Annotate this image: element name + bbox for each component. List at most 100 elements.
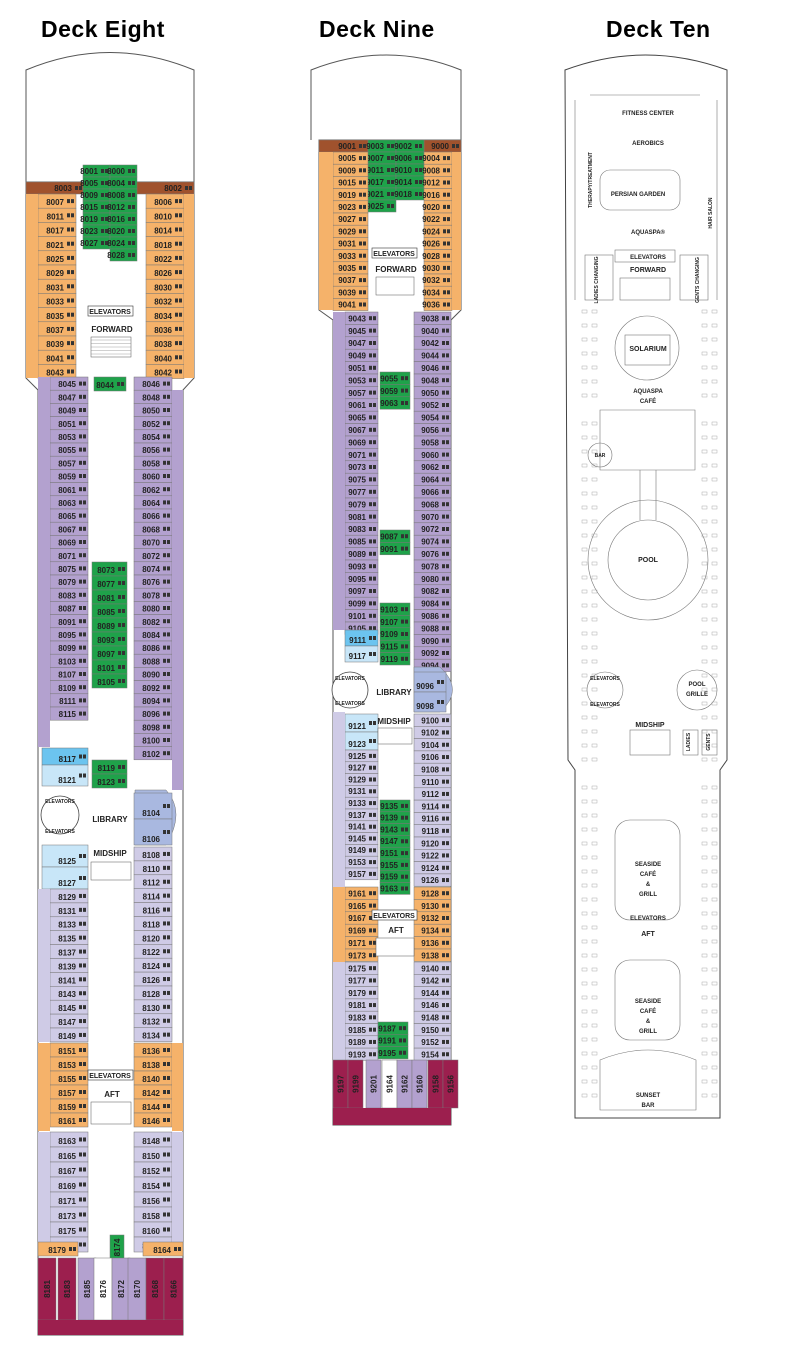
cabin-9071[interactable]: 9071 [344, 448, 379, 462]
cabin-9001[interactable]: 9001 [318, 139, 369, 153]
cabin-8181[interactable]: 8181 [37, 1257, 57, 1321]
cabin-8137[interactable]: 8137 [49, 944, 89, 959]
cabin-8163[interactable]: 8163 [49, 1131, 89, 1148]
cabin-8057[interactable]: 8057 [49, 455, 89, 470]
cabin-9019[interactable]: 9019 [332, 188, 369, 202]
cabin-8076[interactable]: 8076 [133, 574, 173, 589]
cabin-8043[interactable]: 8043 [37, 364, 77, 379]
cabin-8108[interactable]: 8108 [133, 846, 173, 862]
cabin-8156[interactable]: 8156 [133, 1191, 173, 1208]
cabin-9139[interactable]: 9139 [379, 811, 411, 824]
cabin-9059[interactable]: 9059 [379, 384, 411, 398]
cabin-9141[interactable]: 9141 [344, 820, 379, 833]
cabin-9048[interactable]: 9048 [413, 373, 452, 387]
cabin-8158[interactable]: 8158 [133, 1206, 173, 1223]
cabin-8138[interactable]: 8138 [133, 1056, 173, 1072]
cabin-8084[interactable]: 8084 [133, 627, 173, 642]
cabin-8063[interactable]: 8063 [49, 495, 89, 510]
cabin-9064[interactable]: 9064 [413, 472, 452, 486]
cabin-9076[interactable]: 9076 [413, 547, 452, 561]
cabin-9036[interactable]: 9036 [422, 298, 453, 311]
cabin-8006[interactable]: 8006 [145, 193, 185, 209]
cabin-9041[interactable]: 9041 [332, 298, 369, 311]
cabin-8115[interactable]: 8115 [49, 706, 89, 721]
cabin-9199[interactable]: 9199 [347, 1059, 364, 1109]
cabin-9149[interactable]: 9149 [344, 844, 379, 857]
cabin-9023[interactable]: 9023 [332, 200, 369, 214]
cabin-9126[interactable]: 9126 [413, 873, 452, 887]
cabin-8081[interactable]: 8081 [91, 589, 128, 605]
cabin-8157[interactable]: 8157 [49, 1084, 89, 1100]
cabin-8019[interactable]: 8019 [80, 212, 111, 226]
cabin-8114[interactable]: 8114 [133, 888, 173, 903]
cabin-9154[interactable]: 9154 [413, 1047, 452, 1061]
cabin-8103[interactable]: 8103 [49, 653, 89, 668]
cabin-8132[interactable]: 8132 [133, 1013, 173, 1028]
cabin-9111[interactable]: 9111 [344, 629, 379, 647]
cabin-8092[interactable]: 8092 [133, 680, 173, 695]
cabin-8082[interactable]: 8082 [133, 614, 173, 629]
cabin-8035[interactable]: 8035 [37, 307, 77, 323]
cabin-8112[interactable]: 8112 [133, 874, 173, 889]
cabin-9173[interactable]: 9173 [344, 948, 379, 962]
cabin-9082[interactable]: 9082 [413, 584, 452, 598]
cabin-9140[interactable]: 9140 [413, 961, 452, 975]
cabin-9121[interactable]: 9121 [344, 713, 379, 733]
cabin-8172[interactable]: 8172 [111, 1257, 131, 1321]
cabin-9122[interactable]: 9122 [413, 849, 452, 862]
cabin-9009[interactable]: 9009 [332, 163, 369, 177]
cabin-9189[interactable]: 9189 [344, 1035, 379, 1049]
cabin-8099[interactable]: 8099 [49, 640, 89, 655]
cabin-9153[interactable]: 9153 [344, 855, 379, 869]
cabin-8017[interactable]: 8017 [37, 222, 77, 237]
cabin-8048[interactable]: 8048 [133, 389, 173, 404]
cabin-9187[interactable]: 9187 [377, 1021, 409, 1035]
cabin-8071[interactable]: 8071 [49, 548, 89, 563]
cabin-9124[interactable]: 9124 [413, 861, 452, 875]
cabin-9029[interactable]: 9029 [332, 224, 369, 238]
cabin-9058[interactable]: 9058 [413, 435, 452, 449]
cabin-9083[interactable]: 9083 [344, 522, 379, 536]
cabin-8045[interactable]: 8045 [49, 376, 89, 391]
cabin-9101[interactable]: 9101 [344, 609, 379, 623]
cabin-9147[interactable]: 9147 [379, 835, 411, 848]
cabin-8175[interactable]: 8175 [49, 1221, 89, 1238]
cabin-9134[interactable]: 9134 [413, 923, 452, 937]
cabin-8005[interactable]: 8005 [80, 176, 111, 190]
cabin-9152[interactable]: 9152 [413, 1035, 452, 1049]
cabin-9085[interactable]: 9085 [344, 534, 379, 548]
cabin-8153[interactable]: 8153 [49, 1056, 89, 1072]
cabin-9155[interactable]: 9155 [379, 858, 411, 872]
cabin-9125[interactable]: 9125 [344, 749, 379, 763]
cabin-9093[interactable]: 9093 [344, 559, 379, 573]
cabin-9109[interactable]: 9109 [379, 627, 411, 641]
cabin-8044[interactable]: 8044 [93, 376, 127, 392]
cabin-8073[interactable]: 8073 [91, 561, 128, 577]
cabin-8106[interactable]: 8106 [133, 818, 173, 846]
cabin-8050[interactable]: 8050 [133, 403, 173, 417]
cabin-9114[interactable]: 9114 [413, 799, 452, 813]
cabin-9070[interactable]: 9070 [413, 510, 452, 524]
cabin-8054[interactable]: 8054 [133, 429, 173, 444]
cabin-9042[interactable]: 9042 [413, 336, 452, 350]
cabin-9047[interactable]: 9047 [344, 336, 379, 350]
cabin-9026[interactable]: 9026 [422, 237, 453, 250]
cabin-9003[interactable]: 9003 [366, 139, 397, 153]
cabin-8033[interactable]: 8033 [37, 293, 77, 308]
cabin-9021[interactable]: 9021 [366, 187, 397, 201]
cabin-9052[interactable]: 9052 [413, 398, 452, 412]
cabin-8078[interactable]: 8078 [133, 587, 173, 602]
cabin-9146[interactable]: 9146 [413, 998, 452, 1012]
cabin-9080[interactable]: 9080 [413, 572, 452, 586]
cabin-8065[interactable]: 8065 [49, 508, 89, 523]
cabin-8096[interactable]: 8096 [133, 706, 173, 721]
cabin-9088[interactable]: 9088 [413, 621, 452, 635]
cabin-8091[interactable]: 8091 [49, 614, 89, 629]
cabin-9010[interactable]: 9010 [394, 163, 425, 177]
cabin-9169[interactable]: 9169 [344, 923, 379, 937]
cabin-8100[interactable]: 8100 [133, 733, 173, 747]
cabin-9143[interactable]: 9143 [379, 823, 411, 836]
cabin-8165[interactable]: 8165 [49, 1146, 89, 1163]
cabin-9181[interactable]: 9181 [344, 998, 379, 1012]
cabin-8131[interactable]: 8131 [49, 902, 89, 918]
